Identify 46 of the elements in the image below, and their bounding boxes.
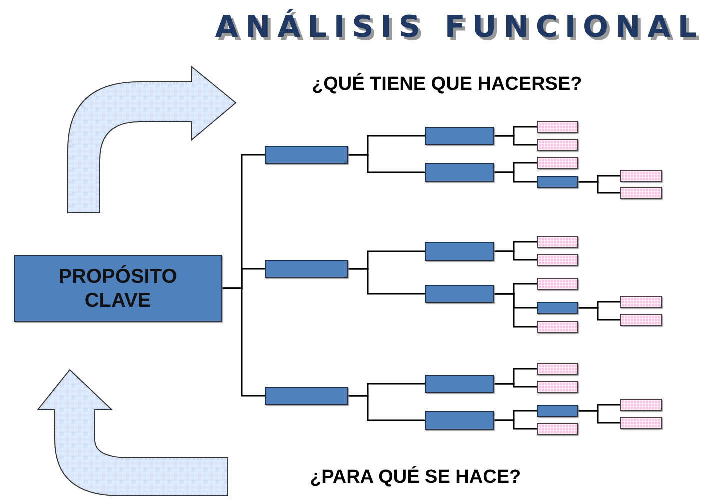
function-box	[265, 146, 348, 164]
function-box	[537, 363, 578, 375]
connector-line	[494, 135, 537, 146]
function-box	[620, 399, 662, 411]
function-box	[265, 387, 348, 405]
connector-line	[494, 420, 537, 430]
question-heading: ¿PARA QUÉ SE HACE?	[310, 467, 522, 489]
function-box	[537, 423, 578, 435]
diagram-title: ANÁLISIS FUNCIONAL	[214, 10, 704, 45]
connector-line	[348, 154, 425, 174]
function-box	[537, 254, 578, 266]
question-heading: ¿QUÉ TIENE QUE HACERSE?	[312, 74, 582, 96]
connector-line	[494, 250, 537, 261]
function-box	[537, 139, 578, 151]
function-box	[620, 187, 662, 199]
connector-line	[494, 383, 537, 388]
function-box	[425, 411, 494, 430]
function-box	[537, 176, 578, 188]
function-box	[425, 285, 494, 303]
function-box	[620, 417, 662, 429]
function-box	[537, 157, 578, 169]
function-box	[425, 127, 494, 145]
connector-line	[578, 181, 620, 194]
connector-line	[222, 288, 265, 397]
function-box	[425, 242, 494, 261]
purpose-box	[14, 255, 222, 322]
connector-line	[348, 268, 425, 295]
function-box	[425, 375, 494, 393]
connector-line	[494, 293, 537, 328]
function-box	[620, 170, 662, 182]
function-box	[537, 302, 578, 314]
node-text: PROPÓSITO CLAVE	[58, 264, 178, 312]
function-box	[620, 296, 662, 308]
function-box	[537, 321, 578, 333]
function-box	[537, 278, 578, 290]
connector-line	[494, 172, 537, 183]
function-box	[537, 236, 578, 248]
function-box	[620, 314, 662, 326]
function-box	[265, 260, 348, 278]
connector-line	[578, 307, 620, 321]
connector-line	[578, 410, 620, 424]
function-box	[537, 381, 578, 393]
function-box	[537, 121, 578, 133]
connector-line	[348, 395, 425, 422]
function-box	[537, 405, 578, 417]
function-box	[425, 163, 494, 182]
